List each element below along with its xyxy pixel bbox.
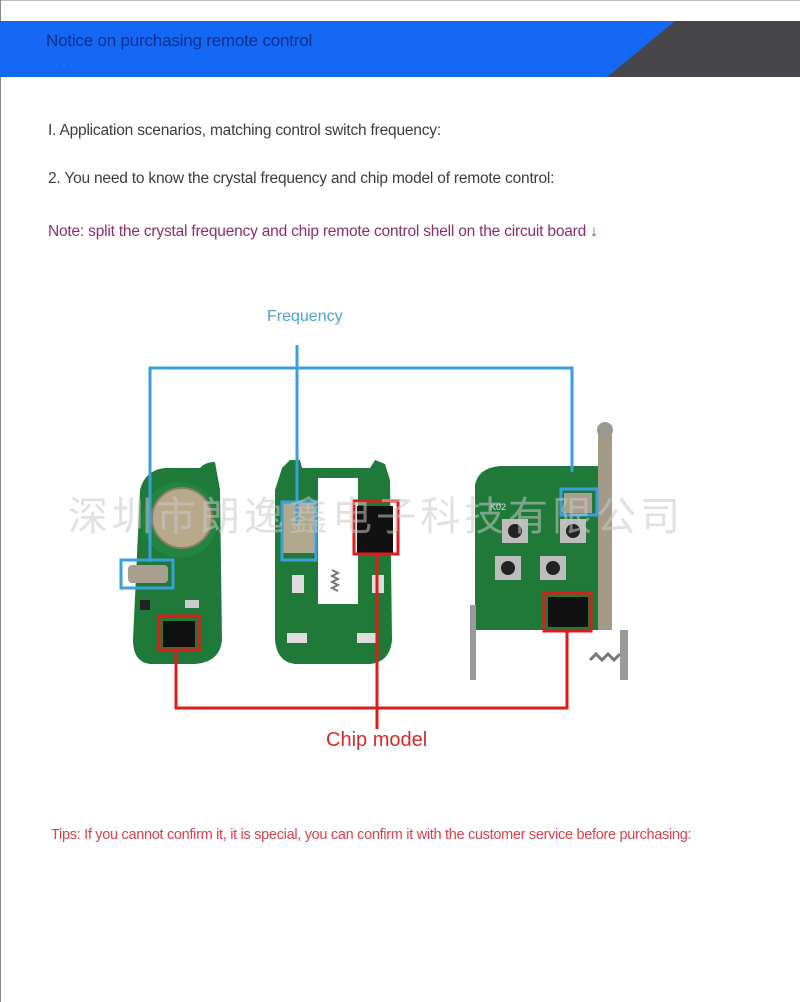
section-application-scenarios: I. Application scenarios, matching contr… [48,122,441,139]
tactile-buttons [495,519,586,580]
board-slim [275,460,393,664]
header-title: Notice on purchasing remote control [46,31,313,50]
section-crystal-chip: 2. You need to know the crystal frequenc… [48,170,555,187]
header-diagonal-decoration [607,21,800,77]
circuit-board-diagram: K02 [119,345,628,729]
page-top-border [0,0,800,1]
frequency-label: Frequency [267,308,343,325]
crystal-oscillator-3 [564,493,592,513]
board-coin-cell [128,462,222,664]
chip-1 [163,621,195,647]
crystal-oscillator-2 [283,503,315,553]
board-cutout [318,478,358,604]
board-marking: K02 [490,502,506,512]
tips-text: Tips: If you cannot confirm it, it is sp… [51,827,692,843]
crystal-oscillator-1 [128,565,168,583]
chip-3 [548,597,588,627]
page-left-border [0,0,1,1002]
chip-2 [357,506,393,554]
board-four-button: K02 [470,422,628,680]
antenna-icon [598,430,612,630]
frequency-callout-lines [119,345,599,590]
chip-model-label: Chip model [326,729,428,751]
coin-cell-battery-icon [152,488,212,548]
watermark-text: 深圳市朗逸鑫电子科技有限公司 [68,494,684,540]
chip-callout-lines [157,499,593,729]
note-text: Note: split the crystal frequency and ch… [48,223,598,240]
header-banner: Notice on purchasing remote control · · … [0,21,800,77]
header-subtitle: · · · · · · · · · · · · · · · · · [40,59,164,69]
